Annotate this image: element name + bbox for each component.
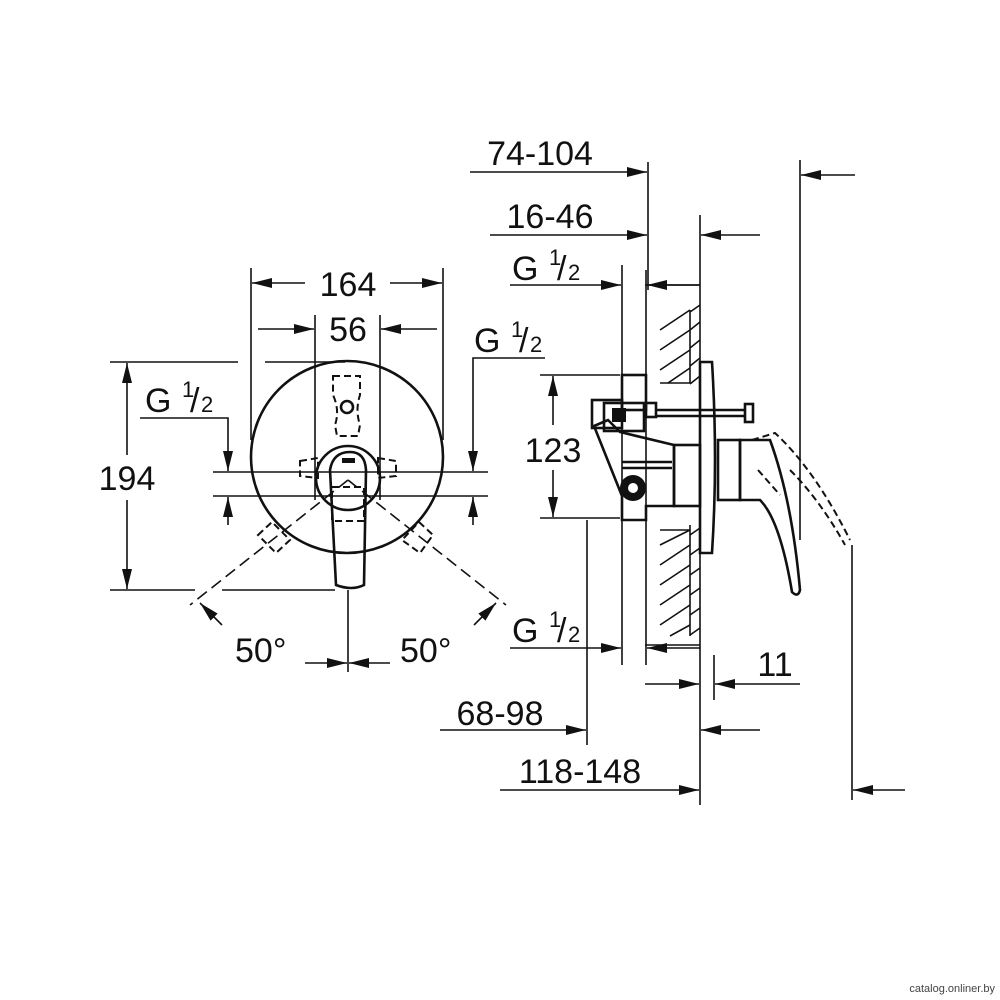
svg-text:G: G: [512, 612, 538, 650]
svg-text:/: /: [557, 250, 567, 288]
lever-handle: [328, 450, 368, 590]
svg-text:/: /: [557, 612, 567, 650]
svg-text:2: 2: [568, 622, 580, 647]
dim-height-123: 123: [525, 432, 582, 470]
dim-height-194: 194: [99, 460, 156, 498]
thread-label-top: G 1 / 2: [512, 245, 580, 288]
dim-plate-11: 11: [757, 646, 792, 684]
svg-text:1: 1: [511, 317, 523, 342]
dim-width-56: 56: [329, 311, 367, 349]
dim-depth-68-98: 68-98: [457, 695, 544, 733]
cover-plate: [249, 359, 445, 555]
svg-text:2: 2: [201, 392, 213, 417]
wall-section: [659, 304, 701, 637]
thread-label-left: G 1 / 2: [145, 377, 213, 420]
cover-plate-profile: [698, 360, 717, 555]
thread-label-right: G 1 / 2: [474, 317, 542, 360]
angle-left-50: 50°: [235, 632, 286, 670]
dim-depth-16-46: 16-46: [507, 198, 594, 236]
watermark: catalog.onliner.by: [909, 983, 995, 995]
handle-hub: [314, 444, 382, 512]
svg-text:/: /: [190, 382, 200, 420]
dim-width-164: 164: [320, 266, 377, 304]
svg-text:2: 2: [530, 332, 542, 357]
svg-text:G: G: [474, 322, 500, 360]
svg-text:1: 1: [549, 607, 561, 632]
dim-depth-118-148: 118-148: [519, 753, 641, 791]
thread-label-bottom: G 1 / 2: [512, 607, 580, 650]
valve-body: [590, 373, 755, 522]
svg-text:/: /: [519, 322, 529, 360]
svg-text:G: G: [145, 382, 171, 420]
svg-text:G: G: [512, 250, 538, 288]
side-view: 74-104 16-46 G 1 / 2 123 G 1 / 2 11: [440, 135, 905, 805]
angle-right-50: 50°: [400, 632, 451, 670]
svg-text:1: 1: [182, 377, 194, 402]
lever-side: [716, 431, 851, 596]
dim-depth-74-104: 74-104: [487, 135, 593, 173]
svg-text:1: 1: [549, 245, 561, 270]
svg-text:2: 2: [568, 260, 580, 285]
front-view: 164 56 194 G 1 / 2 G 1 / 2: [99, 266, 545, 672]
